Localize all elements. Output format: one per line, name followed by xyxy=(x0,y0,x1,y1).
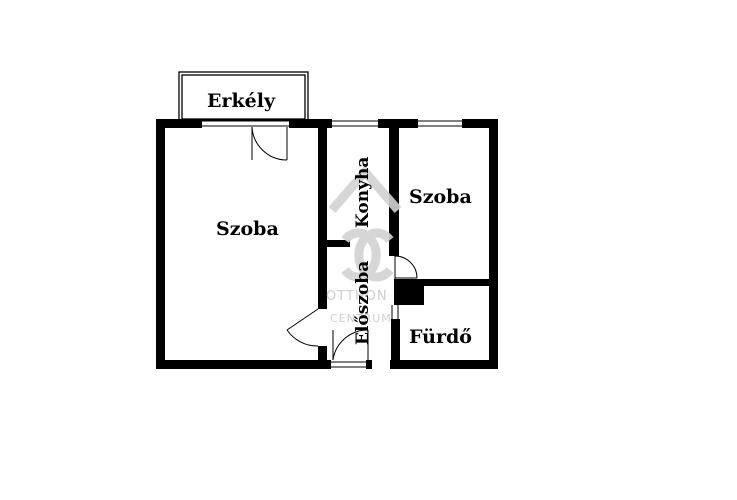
walls xyxy=(156,119,498,369)
wall-top-1 xyxy=(156,119,202,128)
room-label-bathroom: Fürdő xyxy=(409,326,472,348)
door-living-room xyxy=(286,308,319,347)
wall-top-2 xyxy=(289,119,332,128)
wall-bedroom-bottom xyxy=(419,279,498,286)
wall-partition-right xyxy=(389,119,399,256)
wall-outer-left xyxy=(156,119,165,369)
wall-outer-bottom-right xyxy=(390,360,498,369)
balcony xyxy=(178,71,309,121)
room-label-kitchen: Konyha xyxy=(353,157,373,228)
house-logo-icon xyxy=(328,165,402,213)
door-bedroom xyxy=(394,255,418,279)
wall-partition-left xyxy=(318,119,327,309)
door-bathroom xyxy=(391,305,399,319)
watermark-line1: OTTHON xyxy=(326,289,388,304)
room-label-living-room: Szoba xyxy=(216,218,279,240)
wall-kitchen-stub xyxy=(327,240,350,247)
room-label-balcony: Erkély xyxy=(207,90,276,112)
wall-partition-left-low xyxy=(318,346,327,369)
wall-outer-bottom-left xyxy=(156,360,331,369)
wall-bath-left xyxy=(391,319,400,369)
doors xyxy=(251,126,418,361)
watermark-line2: CENTRUM xyxy=(330,312,392,325)
wall-top-4 xyxy=(462,119,498,128)
wall-bath-block xyxy=(394,279,424,305)
watermark-logo: OTTHON CENTRUM xyxy=(326,165,402,325)
door-balcony xyxy=(251,126,288,161)
room-label-hallway: Előszoba xyxy=(353,261,373,345)
windows xyxy=(202,120,462,368)
room-label-bedroom: Szoba xyxy=(409,186,472,208)
door-entrance xyxy=(332,329,369,361)
wall-outer-right xyxy=(489,119,498,369)
wall-outer-bottom-mid xyxy=(366,360,372,369)
